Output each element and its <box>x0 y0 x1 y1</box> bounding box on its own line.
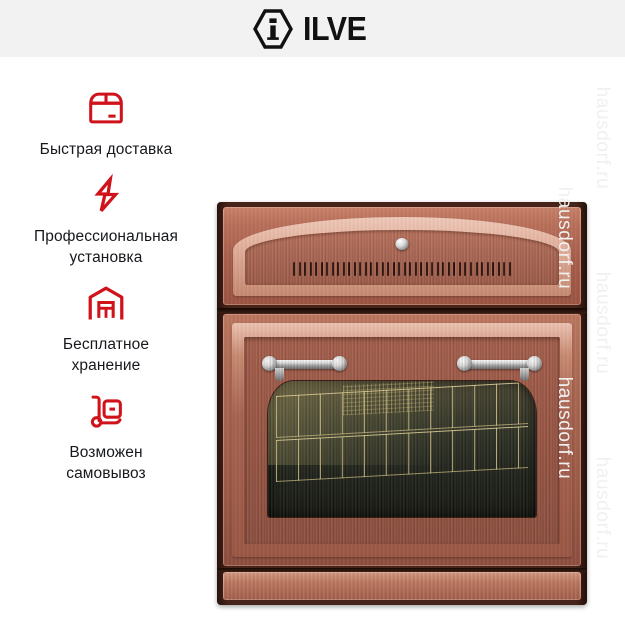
product-image[interactable] <box>217 202 587 605</box>
feature-label-storage: Бесплатное хранение <box>62 336 150 374</box>
oven-interior-mesh <box>343 381 435 416</box>
oven-top-panel-frame <box>233 217 571 296</box>
warehouse-icon <box>83 280 129 326</box>
oven-handle-left[interactable] <box>270 360 342 369</box>
watermark-column-outer: hausdorf.ru hausdorf.ru hausdorf.ru <box>585 57 619 625</box>
watermark-text: hausdorf.ru <box>592 456 613 560</box>
feature-label-delivery: Быстрая доставка <box>39 141 173 158</box>
feature-label-pickup: Возможен самовывоз <box>66 444 146 482</box>
oven-rack-upper <box>276 381 528 439</box>
package-box-icon <box>83 85 129 131</box>
oven-plinth-seam <box>217 568 587 572</box>
hexagon-i-icon <box>253 8 293 49</box>
oven-top-panel <box>223 207 581 305</box>
feature-item-installation: Профессиональная установка <box>6 172 206 268</box>
oven-vent-slots <box>293 262 511 276</box>
oven-door-face <box>244 337 560 544</box>
feature-item-storage: Бесплатное хранение <box>6 280 206 376</box>
features-list: Быстрая доставка Профессиональная устано… <box>0 85 212 496</box>
page-content: Быстрая доставка Профессиональная устано… <box>0 57 625 625</box>
oven-top-screw <box>395 238 409 250</box>
oven-rack-lower <box>276 425 528 483</box>
oven-door-bevel <box>232 323 572 557</box>
oven-bottom-plinth <box>223 572 581 600</box>
site-header: ILVE <box>0 0 625 57</box>
feature-label-installation: Профессиональная установка <box>33 228 178 266</box>
oven-handle-knob-right-inner <box>457 356 472 371</box>
feature-item-pickup: Возможен самовывоз <box>6 388 206 484</box>
watermark-text: hausdorf.ru <box>592 86 613 190</box>
feature-item-delivery: Быстрая доставка <box>6 85 206 160</box>
oven-door[interactable] <box>223 314 581 566</box>
lightning-bolt-icon <box>83 172 129 218</box>
oven-handle-knob-left-outer <box>262 356 277 371</box>
brand-logo[interactable]: ILVE <box>253 8 372 49</box>
oven-handle-mount-left <box>275 368 284 381</box>
watermark-text: hausdorf.ru <box>592 271 613 375</box>
oven-handle-knob-left-inner <box>332 356 347 371</box>
oven-handle-right[interactable] <box>462 360 534 369</box>
oven-handle-knob-right-outer <box>527 356 542 371</box>
oven-panel-seam <box>217 308 587 313</box>
oven-door-window <box>268 381 536 517</box>
oven-glass-glare <box>268 381 536 466</box>
brand-name: ILVE <box>303 10 367 47</box>
oven-handle-mount-right <box>520 368 529 381</box>
hand-truck-icon <box>83 388 129 434</box>
oven-body <box>217 202 587 605</box>
